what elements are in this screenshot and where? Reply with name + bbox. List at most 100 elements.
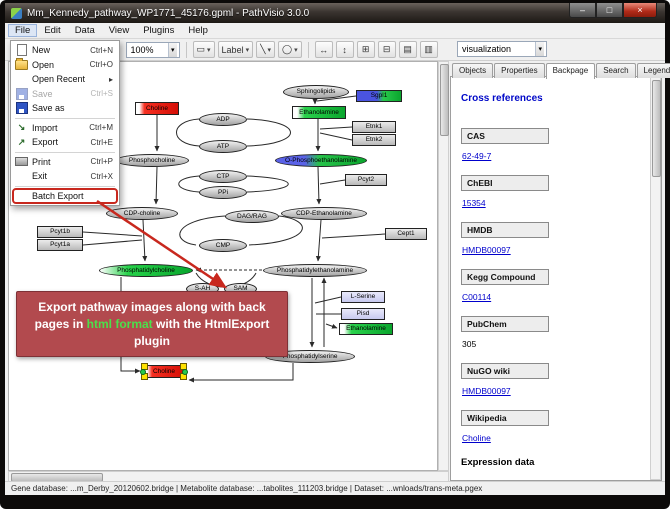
minimize-button[interactable]: – bbox=[569, 3, 596, 18]
file-menu-item-batch-export[interactable]: Batch Export bbox=[12, 187, 118, 204]
new-datanode-button[interactable]: ▭▾ bbox=[192, 41, 215, 58]
menu-separator bbox=[15, 117, 115, 119]
set-common-width-button[interactable]: ⊞ bbox=[356, 41, 375, 58]
pathway-node-ethanolamine-mid[interactable]: Ethanolamine bbox=[339, 323, 393, 335]
pathway-node-ppi[interactable]: PPi bbox=[199, 186, 247, 199]
align-horizontal-center-button[interactable]: ↔ bbox=[314, 41, 333, 58]
scrollbar-thumb[interactable] bbox=[440, 64, 449, 136]
pathway-node-sgpl1[interactable]: Sgpl1 bbox=[356, 90, 402, 102]
pathway-node-etnk2[interactable]: Etnk2 bbox=[352, 134, 396, 146]
pathway-node-adp[interactable]: ADP bbox=[199, 113, 247, 126]
visualization-select[interactable]: visualization ▾ bbox=[457, 41, 547, 57]
pathway-node-choline-top[interactable]: Choline bbox=[135, 102, 179, 115]
set-common-height-button[interactable]: ⊟ bbox=[377, 41, 396, 58]
pathway-node-dag-rag[interactable]: DAG/RAG bbox=[225, 210, 279, 223]
pathway-node-o-phosphoethanolamine[interactable]: O-Phosphoethanolamine bbox=[275, 154, 367, 167]
pathway-node-ethanolamine-top[interactable]: Ethanolamine bbox=[292, 106, 346, 119]
pathway-node-cept1[interactable]: Cept1 bbox=[385, 228, 427, 240]
status-text: Gene database: ...m_Derby_20120602.bridg… bbox=[11, 484, 483, 493]
dropdown-caret-icon[interactable]: ▾ bbox=[207, 46, 211, 54]
menu-item-label: Print bbox=[32, 156, 51, 167]
new-line-button[interactable]: ╲▾ bbox=[256, 41, 276, 58]
dropdown-caret-icon[interactable]: ▾ bbox=[245, 46, 250, 54]
pathway-node-phosphocholine[interactable]: Phosphocholine bbox=[115, 154, 189, 167]
menu-data[interactable]: Data bbox=[74, 25, 95, 36]
pathway-node-l-serine[interactable]: L-Serine bbox=[341, 291, 385, 303]
disk-icon bbox=[15, 102, 28, 115]
pathway-node-cdp-ethanolamine[interactable]: CDP-Ethanolamine bbox=[281, 207, 367, 220]
xref-id-link[interactable]: HMDB00097 bbox=[462, 386, 511, 396]
pathway-node-pisd[interactable]: Pisd bbox=[341, 308, 385, 320]
menu-shortcut: Ctrl+M bbox=[89, 123, 113, 133]
stack-vertical-button[interactable]: ▤ bbox=[398, 41, 417, 58]
menu-item-label: Save as bbox=[32, 103, 65, 114]
title-bar[interactable]: Mm_Kennedy_pathway_WP1771_45176.gpml - P… bbox=[5, 3, 665, 23]
xref-id-link[interactable]: Choline bbox=[462, 433, 491, 443]
xref-id-link[interactable]: 62-49-7 bbox=[462, 151, 492, 161]
pathway-node-etnk1[interactable]: Etnk1 bbox=[352, 121, 396, 133]
menu-edit[interactable]: Edit bbox=[44, 25, 61, 36]
pathway-node-pcyt2[interactable]: Pcyt2 bbox=[345, 174, 387, 186]
new-shape-button[interactable]: ◯▾ bbox=[278, 41, 302, 58]
menu-help[interactable]: Help bbox=[188, 25, 208, 36]
page-icon bbox=[15, 44, 28, 57]
stack-horizontal-button[interactable]: ▥ bbox=[419, 41, 438, 58]
pathway-node-sphingolipids[interactable]: Sphingolipids bbox=[283, 85, 349, 99]
pathway-node-pcyt1b[interactable]: Pcyt1b bbox=[37, 226, 83, 238]
menu-view[interactable]: View bbox=[108, 25, 130, 36]
xref-id-link[interactable]: 15354 bbox=[462, 198, 486, 208]
chevron-down-icon[interactable]: ▾ bbox=[168, 42, 177, 57]
pathway-node-cdp-choline[interactable]: CDP-choline bbox=[106, 207, 178, 220]
pathway-node-pcyt1a[interactable]: Pcyt1a bbox=[37, 239, 83, 251]
menu-shortcut: Ctrl+S bbox=[90, 89, 113, 99]
tab-properties[interactable]: Properties bbox=[494, 63, 545, 78]
tab-objects[interactable]: Objects bbox=[452, 63, 494, 78]
new-label-button[interactable]: Label▾ bbox=[217, 41, 254, 58]
set-common-height-button-glyph: ⊟ bbox=[382, 44, 391, 54]
menu-plugins[interactable]: Plugins bbox=[143, 25, 175, 36]
pathway-node-ctp[interactable]: CTP bbox=[199, 170, 247, 183]
zoom-value: 100% bbox=[130, 44, 154, 55]
close-button[interactable]: × bbox=[623, 3, 657, 18]
new-shape-button-glyph: ◯ bbox=[282, 44, 293, 54]
menu-file[interactable]: File bbox=[8, 24, 38, 37]
xref-id-link[interactable]: C00114 bbox=[462, 292, 492, 302]
file-menu-item-save-as[interactable]: Save as bbox=[12, 101, 118, 116]
align-vertical-center-button[interactable]: ↕ bbox=[335, 41, 354, 58]
scrollbar-thumb[interactable] bbox=[652, 80, 661, 177]
zoom-select[interactable]: 100% ▾ bbox=[125, 41, 180, 58]
pathway-node-choline-bottom[interactable]: Choline bbox=[140, 363, 188, 380]
pathway-node-phosphatidylcholine[interactable]: Phosphatidylcholine bbox=[99, 264, 193, 277]
rotation-handle[interactable] bbox=[182, 368, 188, 375]
dropdown-caret-icon[interactable]: ▾ bbox=[294, 46, 298, 54]
panel-vertical-scrollbar[interactable] bbox=[650, 77, 661, 480]
pathway-node-atp[interactable]: ATP bbox=[199, 140, 247, 153]
disk-icon bbox=[15, 87, 28, 100]
xref-source-header: NuGO wiki bbox=[461, 363, 549, 379]
new-datanode-button-glyph: ▭ bbox=[196, 44, 206, 54]
dropdown-caret-icon[interactable]: ▾ bbox=[267, 46, 272, 54]
tab-search[interactable]: Search bbox=[596, 63, 636, 78]
xref-id-link[interactable]: HMDB00097 bbox=[462, 245, 511, 255]
chevron-down-icon[interactable]: ▾ bbox=[535, 42, 544, 56]
pathway-node-cmp[interactable]: CMP bbox=[199, 239, 247, 252]
file-menu-item-open-recent[interactable]: Open Recent▸ bbox=[12, 72, 118, 87]
rotation-handle[interactable] bbox=[140, 368, 146, 375]
tab-backpage[interactable]: Backpage bbox=[545, 63, 596, 79]
tab-legend[interactable]: Legend bbox=[636, 63, 670, 78]
maximize-button[interactable]: □ bbox=[596, 3, 623, 18]
canvas-vertical-scrollbar[interactable] bbox=[438, 61, 449, 471]
annotation-text: Export pathway images along with back pa… bbox=[27, 299, 277, 349]
pathway-node-phosphatidylethanolamine[interactable]: Phosphatidylethanolamine bbox=[263, 264, 367, 277]
